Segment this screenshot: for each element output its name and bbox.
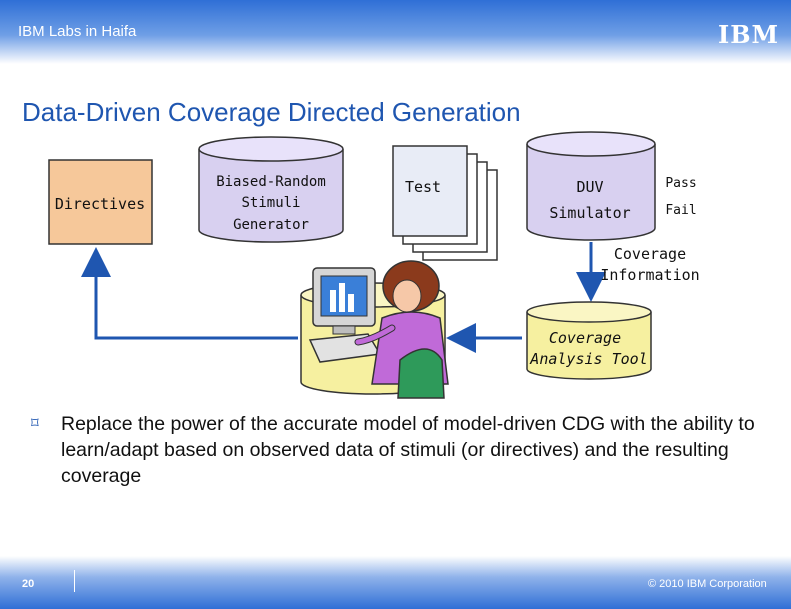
- analysis-label-line1: Coverage: [549, 329, 621, 347]
- analysis-label-line2: Analysis Tool: [529, 350, 647, 368]
- user-at-computer-icon: [308, 260, 449, 399]
- generator-label-line1: Biased-Random: [216, 174, 326, 190]
- duv-label-line2: Simulator: [549, 204, 630, 222]
- coverage-info-line1: Coverage: [614, 245, 686, 263]
- duv-cylinder: [526, 131, 656, 241]
- footer-bar: [0, 556, 791, 609]
- slide-title: Data-Driven Coverage Directed Generation: [22, 97, 521, 127]
- coverage-info-line2: Information: [600, 266, 699, 284]
- directives-box: [48, 159, 153, 245]
- copyright: © 2010 IBM Corporation: [648, 578, 767, 590]
- analysis-cylinder: [526, 301, 652, 380]
- generator-label-line3: Generator: [233, 217, 309, 233]
- generator-label-line2: Stimuli: [241, 195, 300, 211]
- page-number: 20: [22, 578, 35, 590]
- directives-label: Directives: [55, 195, 145, 213]
- header-bar: [0, 0, 791, 64]
- ibm-logo: IBM: [718, 20, 780, 49]
- lab-name: IBM Labs in Haifa: [18, 23, 137, 40]
- bullet-text: Replace the power of the accurate model …: [61, 413, 755, 487]
- loop-arrow: [81, 247, 298, 340]
- duv-label-line1: DUV: [576, 178, 603, 196]
- pass-label: Pass: [665, 176, 696, 191]
- generator-cylinder: [198, 136, 344, 243]
- footer-divider: [74, 570, 75, 592]
- test-label: Test: [405, 178, 441, 196]
- test-pages-stack: [392, 145, 498, 261]
- bullet-icon: ⌑: [31, 415, 39, 432]
- fail-label: Fail: [665, 203, 696, 218]
